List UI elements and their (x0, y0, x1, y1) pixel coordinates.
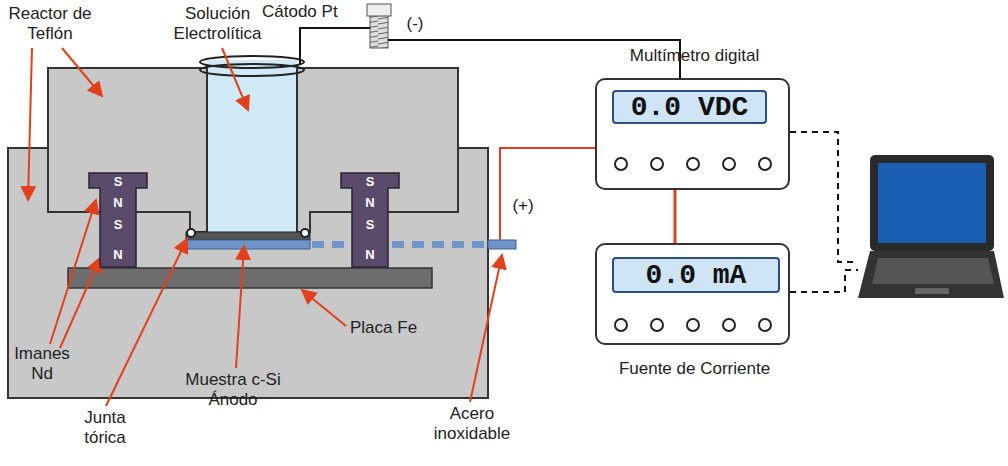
instrument-box: Fuente de Corriente0.0 mA (595, 243, 790, 345)
instrument-box: Multímetro digital0.0 VDC (595, 78, 790, 190)
knob-row (597, 154, 787, 174)
part-label: (-) (400, 14, 430, 34)
part-label: (+) (506, 196, 540, 216)
pole-letter: S (340, 218, 400, 232)
pole-letter: N (340, 196, 400, 210)
nd-magnet: SNSN (340, 172, 400, 268)
pole-letter: S (88, 218, 148, 232)
part-label: Acero inoxidable (424, 404, 520, 444)
display-readout: 0.0 mA (646, 260, 747, 291)
pole-letter: N (88, 248, 148, 262)
part-label: Junta tórica (68, 408, 142, 448)
instrument-label: Fuente de Corriente (577, 359, 812, 379)
wire-connector (674, 190, 677, 243)
part-label: Cátodo Pt (262, 2, 362, 22)
pole-letter: N (340, 248, 400, 262)
pole-letter: N (88, 196, 148, 210)
part-label: Imanes Nd (10, 344, 74, 384)
display-panel: 0.0 mA (612, 257, 780, 293)
knob-row (597, 315, 787, 335)
display-readout: 0.0 VDC (631, 92, 749, 123)
pole-letter: S (340, 175, 400, 189)
part-label: Solución Electrolítica (160, 4, 275, 44)
display-panel: 0.0 VDC (612, 90, 767, 124)
pole-letter: S (88, 175, 148, 189)
part-label: Reactor de Teflón (4, 4, 96, 44)
instrument-label: Multímetro digital (577, 46, 812, 66)
nd-magnet: SNSN (88, 172, 148, 268)
part-label: Muestra c-Si Ánodo (168, 370, 298, 410)
part-label: Placa Fe (350, 318, 440, 338)
